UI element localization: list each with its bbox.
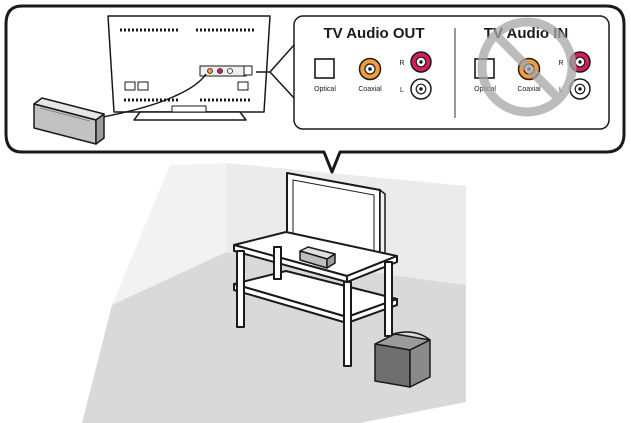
room-wall-left [112,163,226,305]
prohibition-circle-icon [477,17,577,117]
white-rca-jack-icon [410,78,432,100]
red-rca-jack-icon [410,51,432,73]
audio-out-panel: TV Audio OUT Optical Coaxial R L [314,25,432,100]
tv-back-panel [107,15,271,121]
audio-in-panel: TV Audio IN Optical Coaxial R L [474,17,591,117]
right-channel-label: R [399,60,404,67]
soundbar-on-table [299,246,336,269]
coaxial-label: Coaxial [358,86,382,93]
optical-port-icon [314,58,335,79]
audio-out-title: TV Audio OUT [323,25,424,42]
coaxial-jack-icon [358,57,382,81]
white-rca-jack-icon-in [569,78,591,100]
right-channel-label-in: R [558,60,563,67]
tv-stand-table [233,231,398,367]
soundbar [33,97,105,145]
left-channel-label: L [400,87,404,94]
subwoofer [374,331,431,388]
optical-label: Optical [314,86,336,93]
zoomed-panel [293,15,610,130]
audio-cable [97,73,207,119]
coaxial-label-in: Coaxial [517,86,541,93]
room-scene [82,163,466,423]
